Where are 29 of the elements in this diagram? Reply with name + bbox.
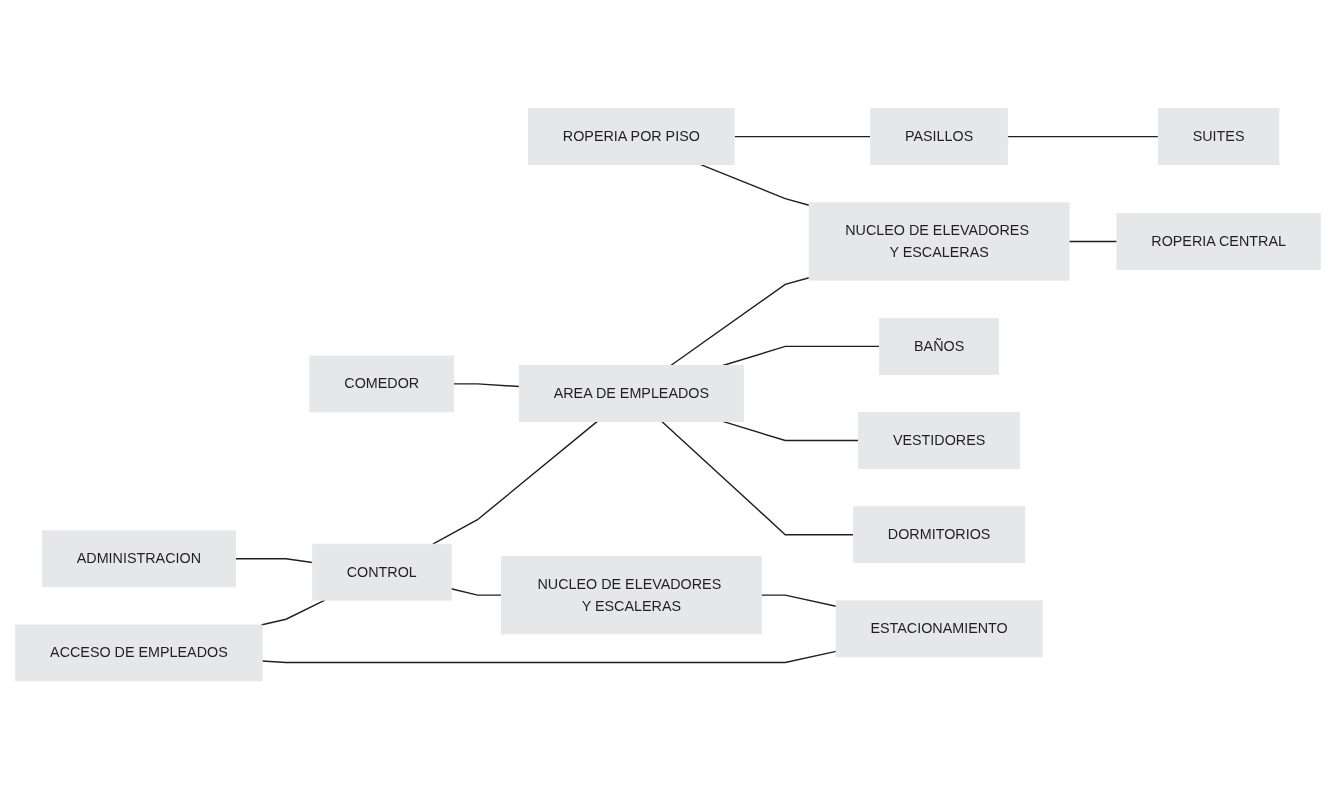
node-box: BAÑOS bbox=[879, 317, 1000, 375]
connector bbox=[700, 163, 810, 206]
connector bbox=[234, 557, 314, 563]
node-box: AREA DE EMPLEADOS bbox=[518, 364, 744, 422]
connector bbox=[261, 650, 837, 663]
connector bbox=[760, 594, 837, 607]
connector bbox=[260, 599, 326, 626]
node-box: COMEDOR bbox=[309, 355, 455, 413]
connector bbox=[1068, 240, 1118, 242]
node-box: NUCLEO DE ELEVADORES Y ESCALERAS bbox=[808, 202, 1070, 281]
connector bbox=[452, 382, 520, 387]
connector bbox=[733, 135, 872, 138]
connector bbox=[670, 276, 810, 366]
node-box: VESTIDORES bbox=[858, 411, 1021, 469]
connector bbox=[661, 420, 855, 536]
node-box: PASILLOS bbox=[870, 107, 1009, 165]
node-box: ACCESO DE EMPLEADOS bbox=[15, 624, 263, 682]
connector bbox=[450, 587, 503, 596]
node-box: SUITES bbox=[1157, 107, 1280, 165]
node-box: ADMINISTRACION bbox=[41, 530, 236, 587]
node-box: CONTROL bbox=[311, 543, 452, 601]
node-box: DORMITORIOS bbox=[853, 505, 1026, 563]
node-box: ROPERIA POR PISO bbox=[527, 107, 735, 165]
node-box: ROPERIA CENTRAL bbox=[1116, 212, 1321, 270]
node-box: ESTACIONAMIENTO bbox=[835, 600, 1043, 657]
connector bbox=[1006, 135, 1159, 138]
connector bbox=[432, 420, 598, 545]
connector bbox=[722, 345, 881, 366]
node-box: NUCLEO DE ELEVADORES Y ESCALERAS bbox=[500, 555, 762, 635]
